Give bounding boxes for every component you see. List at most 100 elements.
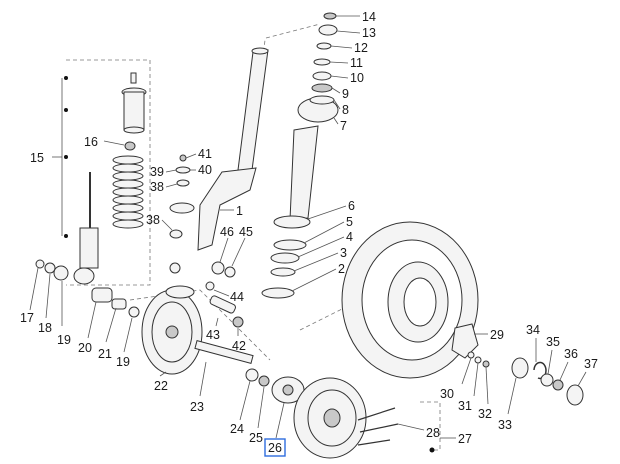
part-19-washer: [53, 265, 69, 281]
callout-46: 46: [220, 225, 234, 239]
part-14: [323, 12, 337, 20]
fork-top-parts: [169, 154, 191, 239]
stud-3: [357, 439, 391, 446]
callout-31: 31: [458, 399, 472, 413]
callout-9: 9: [342, 87, 349, 101]
part-29: [451, 323, 479, 359]
callout-2: 2: [338, 262, 345, 276]
callout-21: 21: [98, 347, 112, 361]
callout-42: 42: [232, 339, 246, 353]
shock-lower-body: [79, 227, 99, 269]
callout-43: 43: [206, 328, 220, 342]
callout-38-top: 38: [150, 180, 164, 194]
callout-35: 35: [546, 335, 560, 349]
fork-stem-tube: [237, 49, 269, 171]
callout-29: 29: [490, 328, 504, 342]
steering-fork: [169, 47, 269, 251]
callout-37: 37: [584, 357, 598, 371]
callout-15: 15: [30, 151, 44, 165]
callout-17: 17: [20, 311, 34, 325]
callout-13: 13: [362, 26, 376, 40]
part-2: [261, 287, 295, 299]
callout-3: 3: [340, 246, 347, 260]
part-17: [35, 259, 45, 269]
fork-stem-top: [251, 47, 269, 55]
callout-14: 14: [362, 10, 376, 24]
brake-arm: [165, 285, 195, 299]
part-6: [273, 215, 311, 229]
part-38-top: [176, 179, 190, 187]
callout-27: 27: [458, 432, 472, 446]
shock-absorber: [73, 72, 147, 285]
stud-1: [357, 407, 396, 421]
highlight-box-26: [264, 438, 286, 457]
callout-30: 30: [440, 387, 454, 401]
callout-23: 23: [190, 400, 204, 414]
steering-tube: [289, 125, 319, 221]
drum-hub: [323, 408, 341, 428]
callout-38-bottom: 38: [146, 213, 160, 227]
part-35: [540, 373, 554, 387]
stud-2: [359, 423, 399, 433]
part-33: [511, 357, 529, 379]
callout-36: 36: [564, 347, 578, 361]
callout-20: 20: [78, 341, 92, 355]
brake-drum: [293, 377, 399, 459]
callout-10: 10: [350, 71, 364, 85]
part-36: [552, 379, 564, 391]
part-44-b: [169, 262, 181, 274]
callouts: 14 13 12 11 10 9 8 7 6 5 4 3 2 1 41 40 3…: [20, 10, 598, 457]
callout-5: 5: [346, 215, 353, 229]
part-38-bottom: [169, 229, 183, 239]
brake-backing-plate: [141, 285, 203, 375]
shock-bump-stop: [124, 141, 136, 151]
callout-34: 34: [526, 323, 540, 337]
part-30: [467, 351, 475, 359]
callout-25: 25: [249, 431, 263, 445]
part-9: [311, 83, 333, 93]
callout-19-left: 19: [57, 333, 71, 347]
rim-center: [403, 277, 437, 327]
callout-12: 12: [354, 41, 368, 55]
callout-1: 1: [236, 204, 243, 218]
part-25: [258, 375, 270, 387]
part-12: [316, 42, 332, 50]
part-45: [224, 266, 236, 278]
callout-40: 40: [198, 163, 212, 177]
callout-16: 16: [84, 135, 98, 149]
callout-24: 24: [230, 422, 244, 436]
part-37: [566, 384, 584, 406]
callout-7: 7: [340, 119, 347, 133]
part-31: [474, 356, 482, 364]
shock-upper-tube: [123, 91, 145, 131]
part-11: [313, 58, 331, 66]
part-44: [205, 281, 215, 291]
fork-body: [197, 167, 257, 251]
right-hub-parts: [451, 323, 584, 406]
part-19-nut: [128, 306, 140, 318]
backing-plate-hub: [165, 325, 179, 339]
part-4: [270, 252, 300, 264]
part-8: [309, 95, 335, 105]
hub-center: [282, 384, 294, 396]
part-43-pin: [209, 295, 236, 314]
part-3: [270, 267, 296, 277]
stem-outline: [265, 23, 321, 39]
callout-33: 33: [498, 418, 512, 432]
callout-22: 22: [154, 379, 168, 393]
axle-shaft: [194, 340, 254, 364]
callout-41: 41: [198, 147, 212, 161]
drum-outline: [129, 289, 271, 361]
part-13: [318, 24, 338, 36]
callout-19-right: 19: [116, 355, 130, 369]
shock-upper-tube-end: [123, 126, 145, 134]
callout-18: 18: [38, 321, 52, 335]
callout-26: 26: [268, 441, 282, 455]
part-20-bushing: [91, 287, 113, 303]
steering-column: [261, 125, 319, 299]
part-46: [211, 261, 225, 275]
shock-lower-eye: [73, 267, 95, 285]
shock-group-outline: [66, 59, 151, 286]
callout-4: 4: [346, 230, 353, 244]
